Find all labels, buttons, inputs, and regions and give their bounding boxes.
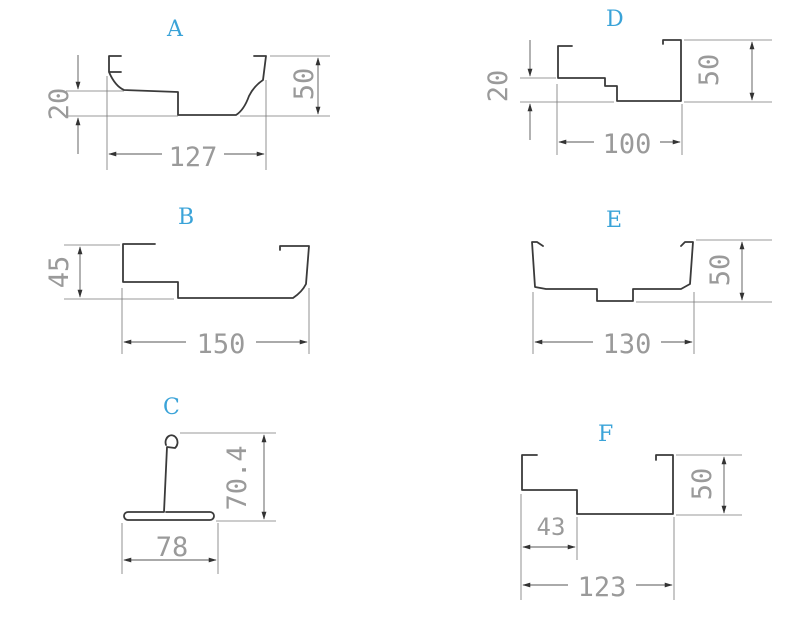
profile-d-height-dimension: 50 (684, 39, 772, 103)
profile-a-width-dimension: 127 (106, 76, 267, 173)
profile-c-height-dimension: 70.4 (180, 432, 276, 522)
profile-f-width-dimension: 123 (522, 517, 675, 603)
profile-f-outline (521, 454, 674, 515)
profile-a-step-dimension: 20 (44, 55, 178, 154)
profile-a: A 50 20 127 (44, 17, 330, 173)
profile-c-label: C (163, 395, 180, 420)
profile-a-step-value: 20 (44, 88, 75, 121)
profile-b: B 45 150 (44, 205, 310, 360)
profile-d-width-dimension: 100 (556, 84, 683, 160)
profile-b-height-value: 45 (44, 256, 75, 289)
profile-e-height-value: 50 (705, 254, 736, 287)
profile-a-height-dimension: 50 (240, 55, 330, 117)
profile-e-label: E (606, 208, 622, 233)
profile-a-label: A (166, 17, 184, 42)
profile-f-height-dimension: 50 (676, 454, 742, 516)
profile-a-outline (108, 55, 267, 116)
profile-f-step-value: 43 (537, 513, 566, 541)
profile-d-outline (557, 39, 682, 102)
profile-f-width-value: 123 (578, 572, 627, 603)
profile-f-step-dimension: 43 (520, 494, 578, 600)
profile-b-height-dimension: 45 (44, 244, 174, 300)
profile-c: C 70.4 78 (121, 395, 276, 574)
profile-b-label: B (178, 205, 194, 230)
profile-f-label: F (598, 422, 613, 447)
profile-c-width-value: 78 (156, 532, 189, 563)
profile-e-width-dimension: 130 (532, 292, 695, 360)
profile-d-height-value: 50 (694, 54, 725, 87)
profile-e-outline (531, 241, 694, 302)
profile-d-step-value: 20 (483, 70, 514, 103)
profile-b-width-dimension: 150 (121, 288, 310, 360)
profile-e-width-value: 130 (603, 329, 652, 360)
profile-c-width-dimension: 78 (121, 523, 219, 574)
profile-a-width-value: 127 (169, 142, 218, 173)
profile-d-step-dimension: 20 (483, 40, 614, 140)
profile-f-height-value: 50 (687, 468, 718, 501)
profile-b-outline (122, 243, 310, 299)
profile-a-height-value: 50 (289, 68, 320, 101)
profile-c-height-value: 70.4 (222, 445, 253, 510)
profile-d-width-value: 100 (603, 129, 652, 160)
profile-d: D 50 20 100 (483, 7, 772, 160)
profile-c-outline (123, 434, 215, 521)
profile-d-label: D (606, 7, 624, 32)
profile-e: E 50 130 (531, 208, 772, 360)
profile-e-height-dimension: 50 (636, 239, 772, 303)
profile-f: F 50 43 123 (520, 422, 742, 603)
profile-b-width-value: 150 (197, 329, 246, 360)
